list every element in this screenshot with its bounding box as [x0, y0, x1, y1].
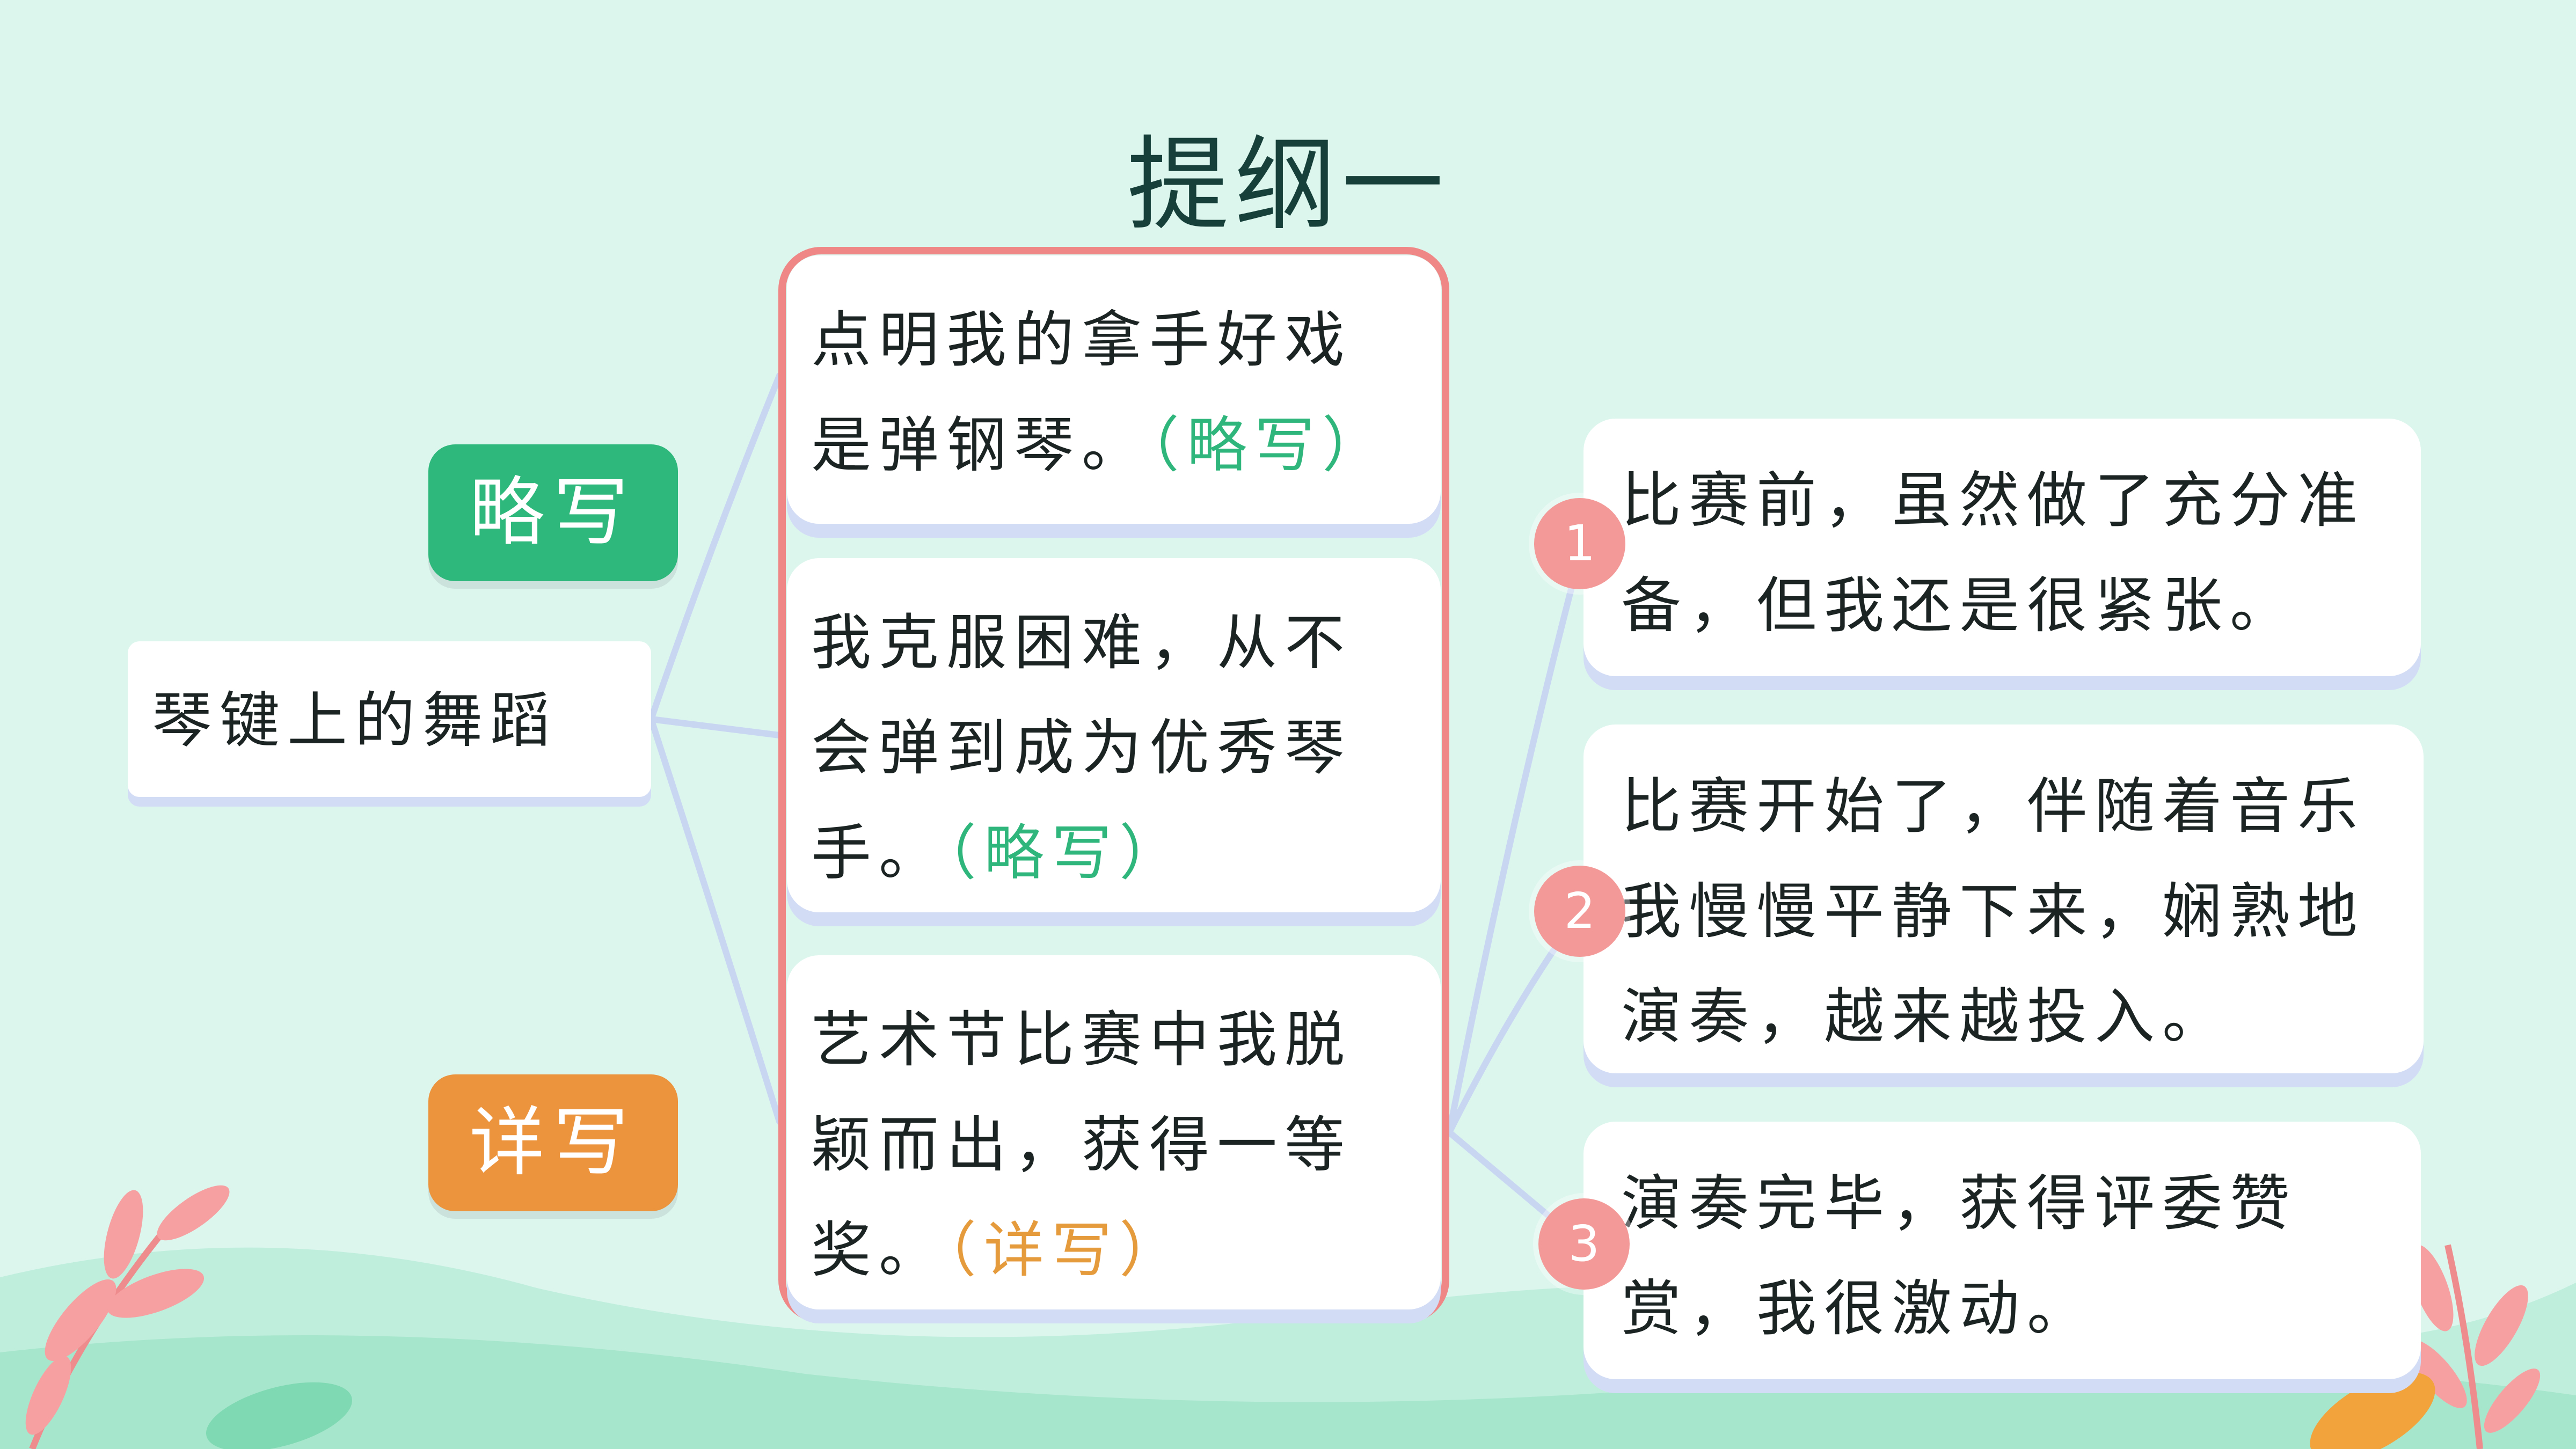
step-number-badge: 1: [1534, 498, 1625, 589]
detail-item-text: 比赛开始了，伴随着音乐我慢慢平静下来，娴熟地演奏，越来越投入。: [1621, 772, 2365, 1052]
detail-item-1: 比赛前，虽然做了充分准备，但我还是很紧张。: [1583, 419, 2421, 676]
detailed-tag: （详写）: [946, 1216, 1187, 1285]
leaf-branch-left: [25, 1185, 230, 1449]
brief-badge: 略写: [428, 444, 678, 581]
detail-item-text: 比赛前，虽然做了充分准备，但我还是很紧张。: [1621, 466, 2365, 641]
step-number-badge: 2: [1534, 866, 1625, 957]
detail-item-2: 比赛开始了，伴随着音乐我慢慢平静下来，娴熟地演奏，越来越投入。: [1583, 724, 2424, 1073]
root-node: 琴键上的舞蹈: [128, 641, 651, 797]
brief-tag: （略写）: [1149, 411, 1390, 480]
detail-item-3: 演奏完毕，获得评委赞赏，我很激动。: [1583, 1122, 2421, 1379]
connector-root-to-mid3: [648, 716, 783, 1125]
hill-shape: [0, 1335, 2576, 1449]
connector-mid3-to-detail1: [1446, 539, 1587, 1136]
outline-item-1: 点明我的拿手好戏是弹钢琴。（略写）: [787, 255, 1441, 524]
detail-item-text: 演奏完毕，获得评委赞赏，我很激动。: [1621, 1169, 2297, 1344]
page-title: 提纲一: [1127, 126, 1449, 244]
outline-item-2: 我克服困难，从不会弹到成为优秀琴手。（略写）: [787, 558, 1441, 912]
step-number-badge: 3: [1538, 1198, 1630, 1290]
green-leaf: [206, 1382, 352, 1449]
outline-item-text: 点明我的拿手好戏是弹钢琴。: [811, 305, 1352, 480]
orange-leaf: [2310, 1372, 2435, 1449]
root-label: 琴键上的舞蹈: [152, 686, 558, 756]
connector-root-to-mid2: [648, 716, 783, 738]
outline-item-3: 艺术节比赛中我脱颖而出，获得一等奖。（详写）: [787, 955, 1441, 1309]
outline-item-text: 我克服困难，从不会弹到成为优秀琴手。: [811, 608, 1352, 888]
connector-root-to-mid1: [648, 372, 783, 722]
brief-tag: （略写）: [946, 818, 1187, 888]
detailed-badge: 详写: [428, 1074, 678, 1211]
outline-item-text: 艺术节比赛中我脱颖而出，获得一等奖。: [811, 1005, 1352, 1285]
